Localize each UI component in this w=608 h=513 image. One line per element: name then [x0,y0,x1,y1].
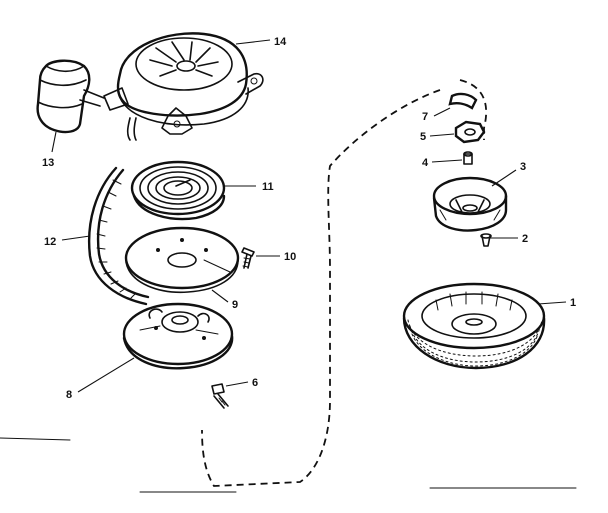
label-12: 12 [44,236,56,248]
label-1: 1 [570,297,576,309]
assembly-dashed-line [201,79,488,487]
label-4: 4 [422,157,429,169]
label-11: 11 [262,181,274,193]
starter-handle [36,59,105,134]
label-13: 13 [42,157,54,169]
retainer-screw [241,247,255,269]
label-10: 10 [284,251,296,263]
flywheel-screen [402,282,546,370]
recoil-spring [130,160,226,221]
label-8: 8 [66,389,72,401]
pulley-screw [211,383,229,409]
ratchet-pawl [454,120,486,144]
rope-pulley [122,302,234,370]
callouts: 14 13 12 11 10 9 8 6 7 5 4 3 2 [42,36,576,401]
label-2: 2 [522,233,528,245]
scan-edge-lines [0,437,577,493]
drive-pin [463,151,473,165]
label-6: 6 [252,377,258,389]
label-14: 14 [274,36,287,48]
label-3: 3 [520,161,526,173]
starter-rope [88,166,150,306]
starter-housing [103,32,264,141]
label-5: 5 [420,131,426,143]
starter-cup [432,176,508,232]
label-7: 7 [422,111,428,123]
cup-screw [480,233,492,247]
retainer-clip [448,92,478,110]
spring-retainer-plate [124,226,240,294]
label-9: 9 [232,299,238,311]
